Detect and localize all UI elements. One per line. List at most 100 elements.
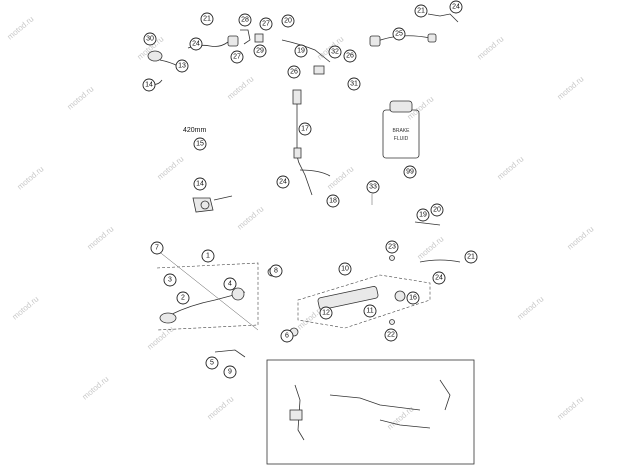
inset-part [329, 394, 421, 411]
inset-part [379, 419, 431, 429]
bracket-part [240, 29, 251, 45]
callout: 21 [414, 4, 428, 18]
callout-label: 4 [228, 281, 232, 288]
callout-label: 15 [196, 141, 204, 148]
callout-label: 7 [155, 245, 159, 252]
callout-label: 8 [274, 268, 278, 275]
callout-label: 10 [341, 266, 349, 273]
callout-label: 16 [409, 295, 417, 302]
callout-label: 17 [301, 126, 309, 133]
callout-label: 5 [210, 360, 214, 367]
watermark: motod.ru [416, 234, 446, 261]
callout: 6 [280, 329, 294, 343]
bottle-label-line2: FLUID [394, 136, 409, 142]
rod-part [214, 349, 246, 358]
assembly-outline [156, 262, 259, 331]
watermark: motod.ru [6, 14, 36, 41]
watermark-layer: motod.ru motod.ru motod.ru motod.ru moto… [6, 14, 596, 431]
callout: 14 [142, 78, 156, 92]
watermark: motod.ru [81, 374, 111, 401]
inset-part [439, 379, 451, 411]
lead-part [414, 221, 441, 226]
callout-label: 6 [285, 333, 289, 340]
callout: 22 [384, 328, 398, 342]
callout-label: 21 [467, 254, 475, 261]
watermark: motod.ru [556, 394, 586, 421]
callout-label: 21 [417, 8, 425, 15]
cylinder-outline [297, 274, 431, 329]
callout-label: 20 [284, 18, 292, 25]
bottle-cap [389, 100, 413, 113]
callout: 17 [298, 122, 312, 136]
callout: 20 [281, 14, 295, 28]
top-right-hose [369, 13, 459, 47]
watermark: motod.ru [516, 294, 546, 321]
bolt-part [200, 200, 210, 210]
callout-label: 3 [168, 277, 172, 284]
pedal-arm-part [169, 291, 246, 316]
callout: 32 [328, 45, 342, 59]
callout-label: 18 [329, 198, 337, 205]
callout: 2 [176, 291, 190, 305]
banjo-bolt-part [299, 169, 331, 177]
callout-label: 31 [350, 81, 358, 88]
callout-label: 26 [346, 53, 354, 60]
fitting-part [227, 35, 239, 47]
callout-label: 19 [297, 48, 305, 55]
callout-label: 9 [228, 369, 232, 376]
piston-part [317, 286, 379, 310]
callout: 26 [343, 49, 357, 63]
callout-label: 19 [419, 212, 427, 219]
callout: 99 [403, 165, 417, 179]
callout: 16 [406, 291, 420, 305]
callout-label: 27 [262, 21, 270, 28]
reservoir-cap-part [147, 50, 163, 62]
inset-part [289, 409, 303, 421]
clip-part [427, 13, 459, 23]
callout: 27 [230, 50, 244, 64]
clamp-body-part [192, 197, 214, 213]
callout-label: 24 [192, 41, 200, 48]
callout: 19 [416, 208, 430, 222]
pedal-pad-part [159, 312, 177, 324]
callout-label: 13 [178, 63, 186, 70]
screw-part [389, 319, 395, 325]
callout: 21 [200, 12, 214, 26]
callout: 13 [175, 59, 189, 73]
watermark: motod.ru [146, 324, 176, 351]
callout-label: 24 [435, 275, 443, 282]
callout-label: 25 [395, 31, 403, 38]
callout: 31 [347, 77, 361, 91]
watermark: motod.ru [11, 294, 41, 321]
pivot-part [231, 287, 245, 301]
callout-label: 33 [369, 184, 377, 191]
hose-length-annotation: 420mm [183, 127, 207, 134]
callout-label: 21 [203, 16, 211, 23]
watermark: motod.ru [386, 404, 416, 431]
inset-panel [266, 359, 475, 465]
watermark: motod.ru [476, 34, 506, 61]
clamp-part [254, 33, 264, 43]
callout-label: 14 [145, 82, 153, 89]
hose-fitting-part [292, 89, 302, 105]
callout: 26 [287, 65, 301, 79]
callout-label: 14 [196, 181, 204, 188]
watermark: motod.ru [556, 74, 586, 101]
callout: 11 [363, 304, 377, 318]
watermark: motod.ru [16, 164, 46, 191]
callout: 1 [201, 249, 215, 263]
brake-fluid-bottle: BRAKE FLUID [382, 100, 420, 159]
leader-line [156, 249, 259, 331]
callout: 9 [223, 365, 237, 379]
callout: 25 [392, 27, 406, 41]
bottle-label-line1: BRAKE [393, 128, 411, 134]
callout: 28 [238, 13, 252, 27]
callout-label: 26 [290, 69, 298, 76]
callout: 24 [432, 271, 446, 285]
callout: 10 [338, 262, 352, 276]
hose-part [419, 259, 461, 263]
brake-hose-part [296, 92, 313, 196]
watermark: motod.ru [496, 154, 526, 181]
callout: 33 [366, 180, 380, 194]
callout: 20 [430, 203, 444, 217]
